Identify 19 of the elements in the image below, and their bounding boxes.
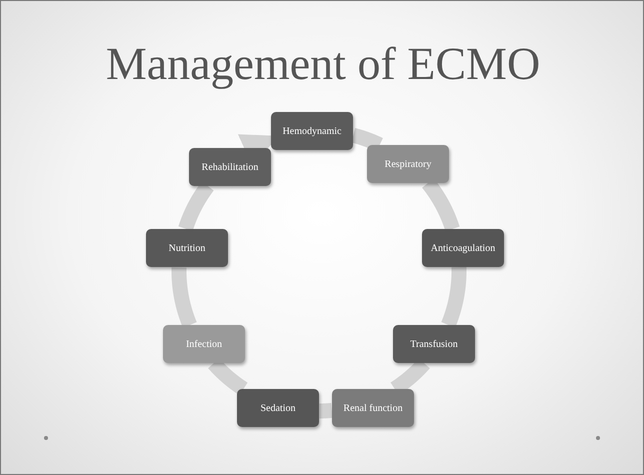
process-box <box>332 389 414 427</box>
process-box <box>271 112 353 150</box>
process-box <box>146 229 228 267</box>
box-label: Anticoagulation <box>430 242 496 254</box>
box-label: Hemodynamic <box>282 126 342 136</box>
process-box <box>422 229 504 267</box>
process-box <box>189 148 271 186</box>
process-box <box>367 145 449 183</box>
box-label: Infection <box>186 338 222 350</box>
box-label: Transfusion <box>410 338 458 350</box>
box-label: Nutrition <box>168 242 206 254</box>
box-label: Sedation <box>260 402 296 414</box>
box-label: Respiratory <box>384 158 432 170</box>
box-label: Rehabilitation <box>202 162 258 172</box>
process-box <box>163 325 245 363</box>
slide-title: Management of ECMO <box>104 37 542 90</box>
process-box <box>393 325 475 363</box>
process-box <box>237 389 319 427</box>
box-label: Renal function <box>343 402 403 414</box>
